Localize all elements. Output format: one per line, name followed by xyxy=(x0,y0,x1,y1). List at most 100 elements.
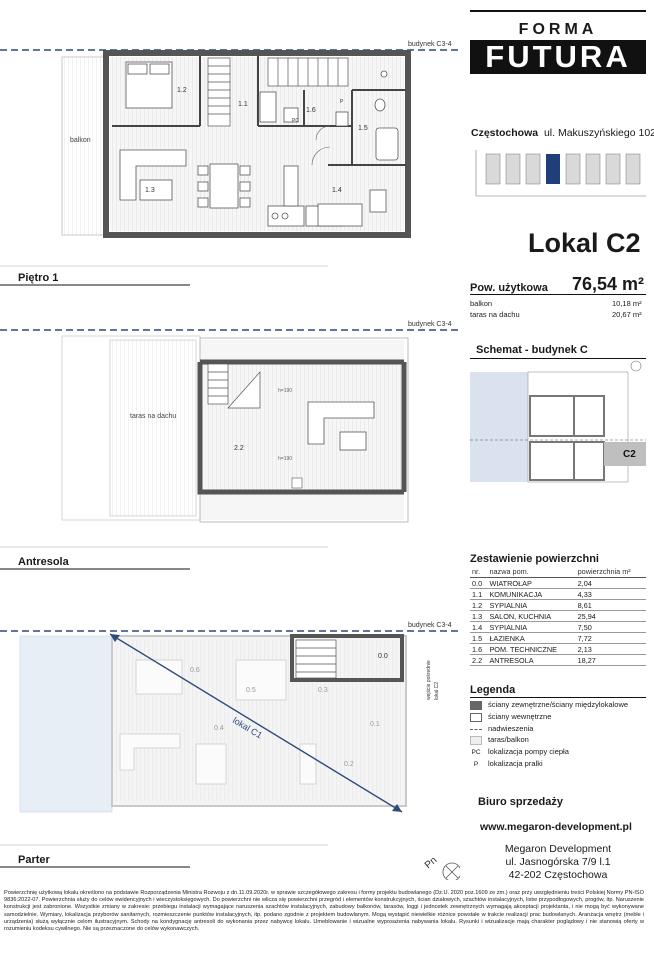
desk xyxy=(317,189,387,227)
exterior-wall-swatch xyxy=(470,700,482,710)
website-link[interactable]: www.megaron-development.pl xyxy=(480,821,632,833)
height-mark: h=190 xyxy=(278,456,292,462)
exterior-wall xyxy=(197,359,407,495)
unit-title: Lokal C2 xyxy=(528,228,641,258)
sales-title: Biuro sprzedaży xyxy=(478,796,563,808)
compass-label: Pn xyxy=(423,855,439,871)
room-1-5: 1.5 xyxy=(358,125,368,132)
company-name: Megaron Development xyxy=(504,843,612,855)
table-header: nr. nazwa pom. powierzchnia m² xyxy=(470,566,646,578)
cell: KOMUNIKACJA xyxy=(487,588,576,600)
extra-label: balkon xyxy=(470,299,493,308)
extra-label: taras na dachu xyxy=(470,310,520,319)
cell: 2.2 xyxy=(470,654,488,666)
building-schema: C2 xyxy=(470,360,646,483)
building-tag: budynek C3-4 xyxy=(408,41,452,48)
building-tag: budynek C3-4 xyxy=(408,622,452,629)
floor1-plan: budynek C3-4 balkon xyxy=(0,41,460,286)
floor-plans: budynek C3-4 balkon xyxy=(0,41,460,880)
legend-item: taras/balkon xyxy=(470,735,529,745)
overhang-swatch xyxy=(470,728,482,730)
cell: 7,50 xyxy=(575,621,646,633)
room-0-4: 0.4 xyxy=(214,725,224,732)
legend-item: nadwieszenia xyxy=(470,724,533,733)
cell: 7,72 xyxy=(575,632,646,644)
height-mark: h=190 xyxy=(278,388,292,394)
legend-label: nadwieszenia xyxy=(488,724,534,733)
compass-icon xyxy=(630,360,642,372)
terrace xyxy=(109,339,197,517)
schema-highlight xyxy=(604,442,646,466)
stairs xyxy=(207,57,349,127)
side-note: wejście pośrednie xyxy=(426,660,432,700)
cell: 25,94 xyxy=(575,610,646,622)
room-1-4: 1.4 xyxy=(332,187,342,194)
cell: 1.2 xyxy=(470,599,488,611)
lokal-c1-arrow xyxy=(109,633,403,813)
company-city: 42-202 Częstochowa xyxy=(508,869,608,881)
terrace-swatch xyxy=(470,735,482,745)
schema-marker: C2 xyxy=(623,449,636,460)
mezzanine-plan: budynek C3-4 taras na dachu h=190 h=190 … xyxy=(0,321,460,570)
cell: 1.4 xyxy=(470,621,488,633)
schema-title: Schemat - budynek C xyxy=(476,344,588,356)
area-value: 76,54 m² xyxy=(572,274,645,294)
balcony-label: balkon xyxy=(70,137,91,144)
room-1-2: 1.2 xyxy=(177,87,187,94)
legend-item: ściany wewnętrzne xyxy=(470,712,551,722)
cell: 18,27 xyxy=(575,654,646,666)
cell: 1.6 xyxy=(470,643,488,655)
floor-label-ground: Parter xyxy=(18,854,50,866)
brand-line2: FUTURA xyxy=(470,40,646,74)
address-city: Częstochowa xyxy=(471,127,539,139)
room-0-2: 0.2 xyxy=(344,761,354,768)
cell: 8,61 xyxy=(575,599,646,611)
extra-value: 10,18 m² xyxy=(612,299,642,308)
company-info: Megaron Development ul. Jasnogórska 7/9 … xyxy=(470,843,646,882)
legend-item: ściany zewnętrzne/ściany międzylokalowe xyxy=(470,700,628,710)
col-area: powierzchnia m² xyxy=(575,566,646,578)
p-marker: P xyxy=(340,99,344,105)
pc-marker: PC xyxy=(292,118,299,124)
legal-footer: Powierzchnię użytkową lokalu określono n… xyxy=(4,890,644,933)
pc-code: PC xyxy=(471,749,481,756)
brand-line1: FORMA xyxy=(518,21,598,38)
cell: 1.1 xyxy=(470,588,488,600)
exterior-wall xyxy=(103,50,411,238)
floor-label-floor1: Piętro 1 xyxy=(18,272,59,284)
mezz-stairs xyxy=(207,363,261,409)
balcony xyxy=(61,56,107,236)
address: Częstochowa ul. Makuszyńskiego 102 xyxy=(471,127,654,139)
side-note: lokal C2 xyxy=(434,682,440,700)
neighbour-terrace xyxy=(19,635,113,813)
legend-label: lokalizacja pralki xyxy=(488,759,543,768)
room-2-2: 2.2 xyxy=(234,445,244,452)
cell: ANTRESOLA xyxy=(487,654,576,666)
cell: 2,04 xyxy=(575,577,646,589)
company-street: ul. Jasnogórska 7/9 l.1 xyxy=(505,856,611,868)
area-label: Pow. użytkowa xyxy=(470,282,548,294)
col-nr: nr. xyxy=(470,566,488,578)
compass-icon: Pn xyxy=(423,855,460,880)
floor-label-mezzanine: Antresola xyxy=(18,556,69,568)
interior-wall-swatch xyxy=(470,712,482,722)
room-0-0: 0.0 xyxy=(378,653,388,660)
extra-value: 20,67 m² xyxy=(612,310,642,319)
cell: SYPIALNIA xyxy=(487,599,576,611)
cell: SALON, KUCHNIA xyxy=(487,610,576,622)
living-furniture xyxy=(119,149,251,209)
room-1-3: 1.3 xyxy=(145,187,155,194)
legend-label: ściany wewnętrzne xyxy=(488,712,552,721)
bed xyxy=(125,61,173,109)
legend-title: Legenda xyxy=(470,684,516,696)
building-tag: budynek C3-4 xyxy=(408,321,452,328)
cell: POM. TECHNICZNE xyxy=(487,643,576,655)
cell: 1.5 xyxy=(470,632,488,644)
vestibule-walls xyxy=(290,634,404,682)
